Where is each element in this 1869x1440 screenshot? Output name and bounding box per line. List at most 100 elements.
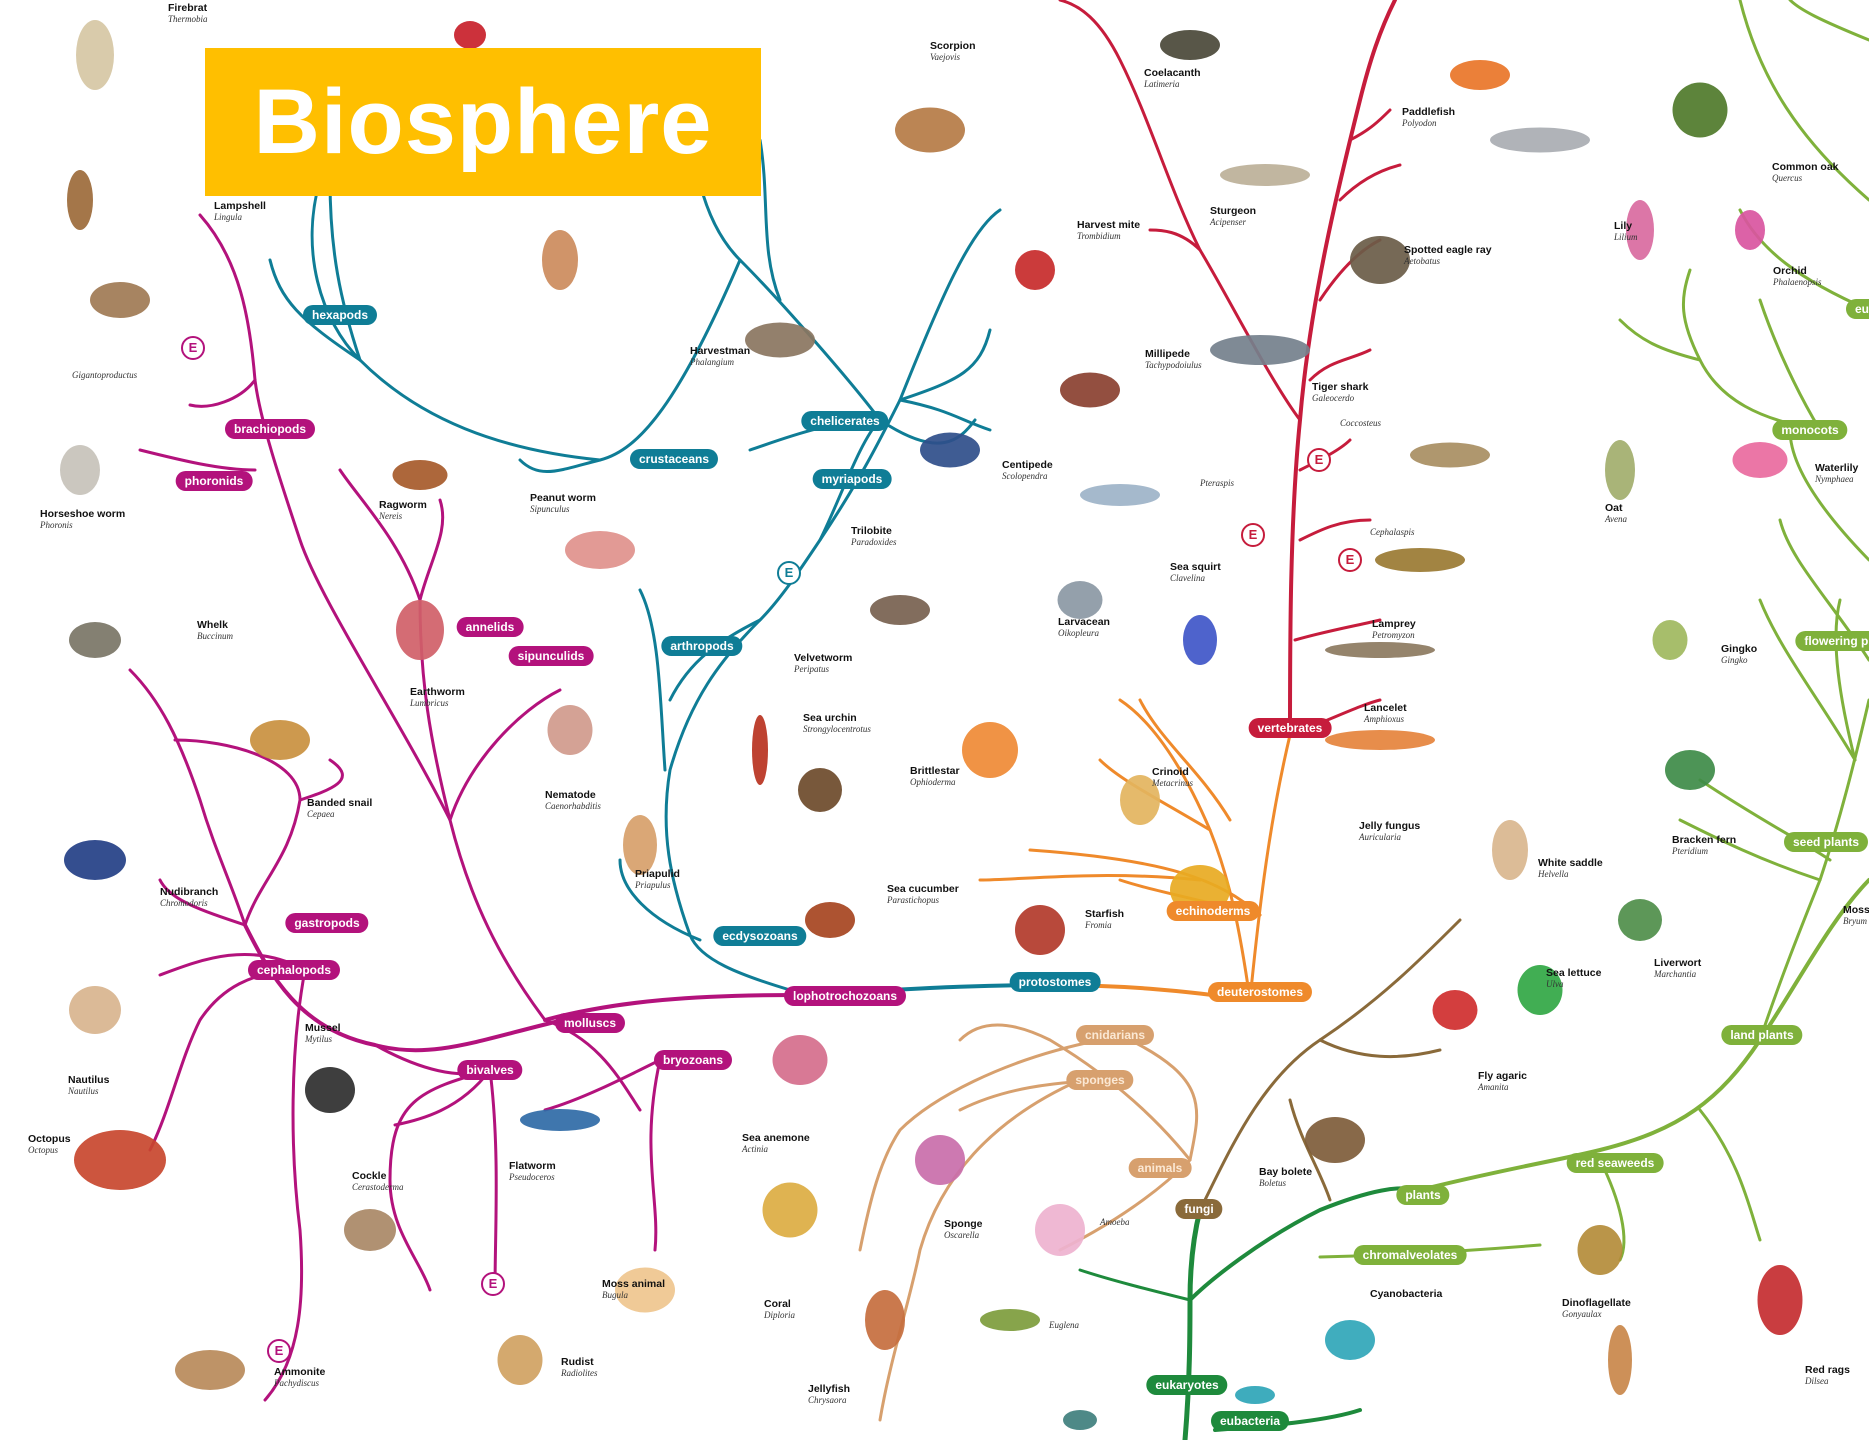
organism-illustration [1618,899,1662,941]
organism-common-name: Brittlestar [910,765,960,777]
organism-illustration [1210,335,1310,365]
tree-branch [1300,520,1370,540]
organism-common-name: Sea lettuce [1546,967,1601,979]
organism-common-name: Liverwort [1654,957,1701,969]
organism-scientific-name: Cerastoderma [352,1182,404,1192]
organism-scientific-name: Mytilus [305,1034,341,1044]
organism-cyanobacteria: Cyanobacteria [1370,1288,1442,1300]
organism-scientific-name: Sipunculus [530,504,596,514]
organism-common-name: Bay bolete [1259,1166,1312,1178]
clade-sipunculids: sipunculids [509,646,594,666]
organism-illustration [1080,484,1160,506]
organism-illustration [1492,820,1528,880]
organism-trilobite: TrilobiteParadoxides [851,525,897,547]
organism-common-name: Waterlily [1815,462,1858,474]
poster-title: Biosphere [205,48,761,196]
organism-scorpion: ScorpionVaejovis [930,40,976,62]
organism-illustration [74,1130,166,1190]
organism-nematode: NematodeCaenorhabditis [545,789,601,811]
organism-scientific-name: Bryum [1843,916,1869,926]
tree-branch [245,925,555,1050]
organism-sea-lettuce: Sea lettuceUlva [1546,967,1601,989]
organism-illustration [1305,1117,1365,1163]
organism-illustration [1183,615,1217,665]
organism-illustration [305,1067,355,1113]
organism-scientific-name: Boletus [1259,1178,1312,1188]
tree-branch [545,1060,660,1110]
organism-common-name: Sea squirt [1170,561,1221,573]
organism-common-name: Gingko [1721,643,1757,655]
clade-seed-plants: seed plants [1784,832,1868,852]
organism-priapulid: PriapulidPriapulus [635,868,680,890]
organism-illustration [962,722,1018,778]
organism-scientific-name: Gonyaulax [1562,1309,1631,1319]
organism-illustration [763,1183,818,1238]
clade-deuterostomes: deuterostomes [1208,982,1312,1002]
clade-annelids: annelids [457,617,524,637]
organism-scientific-name: Phalaenopsis [1773,277,1822,287]
organism-scientific-name: Pachydiscus [274,1378,325,1388]
tree-branch [200,215,255,380]
organism-coral: CoralDiploria [764,1298,795,1320]
organism-illustration [454,21,486,49]
extinct-marker: E [777,561,801,585]
tree-branch [390,1070,490,1290]
clade-bivalves: bivalves [457,1060,522,1080]
tree-branch [651,1060,660,1250]
organism-common-name: Jellyfish [808,1383,850,1395]
organism-common-name: Sea urchin [803,712,871,724]
organism-common-name: White saddle [1538,857,1603,869]
organism-common-name: Harvest mite [1077,219,1140,231]
organism-brittlestar: BrittlestarOphioderma [910,765,960,787]
clade-vertebrates: vertebrates [1249,718,1332,738]
organism-lily: LilyLilium [1614,220,1638,242]
organism-illustration [623,815,657,875]
organism-illustration [915,1135,965,1185]
organism-illustration [1410,443,1490,468]
organism-common-name: Trilobite [851,525,897,537]
organism-scientific-name: Fromia [1085,920,1124,930]
organism-scientific-name: Nautilus [68,1086,109,1096]
organism-illustration [1235,1386,1275,1404]
organism-centipede: CentipedeScolopendra [1002,459,1053,481]
organism-scientific-name: Oikopleura [1058,628,1110,638]
extinct-marker: E [1338,548,1362,572]
organism-scientific-name: Radiolites [561,1368,598,1378]
organism-illustration [69,622,121,658]
organism-scientific-name: Scolopendra [1002,471,1053,481]
organism-bracken-fern: Bracken fernPteridium [1672,834,1736,856]
organism-common-name: Nematode [545,789,601,801]
organism-illustration [1433,990,1478,1030]
organism-illustration [1673,83,1728,138]
organism-common-name: Earthworm [410,686,465,698]
organism-coelacanth: CoelacanthLatimeria [1144,67,1201,89]
organism-common-name: Orchid [1773,265,1822,277]
organism-illustration [396,600,444,660]
organism-pteraspis: Pteraspis [1200,478,1234,488]
organism-common-name: Sponge [944,1218,983,1230]
organism-scientific-name: Lingula [214,212,266,222]
organism-common-name: Lampshell [214,200,266,212]
organism-scientific-name: Phoronis [40,520,125,530]
tree-branch [640,590,665,770]
organism-illustration [895,108,965,153]
clade-protostomes: protostomes [1010,972,1101,992]
organism-common-name: Flatworm [509,1160,556,1172]
clade-eukaryotes: eukaryotes [1146,1375,1227,1395]
organism-scientific-name: Polyodon [1402,118,1455,128]
organism-scientific-name: Gigantoproductus [72,370,137,380]
organism-illustration [1608,1325,1632,1395]
organism-scientific-name: Marchantia [1654,969,1701,979]
organism-horseshoe-worm: Horseshoe wormPhoronis [40,508,125,530]
organism-coccosteus: Coccosteus [1340,418,1381,428]
organism-scientific-name: Actinia [742,1144,810,1154]
organism-common-name: Coelacanth [1144,67,1201,79]
organism-starfish: StarfishFromia [1085,908,1124,930]
organism-illustration [798,768,842,812]
